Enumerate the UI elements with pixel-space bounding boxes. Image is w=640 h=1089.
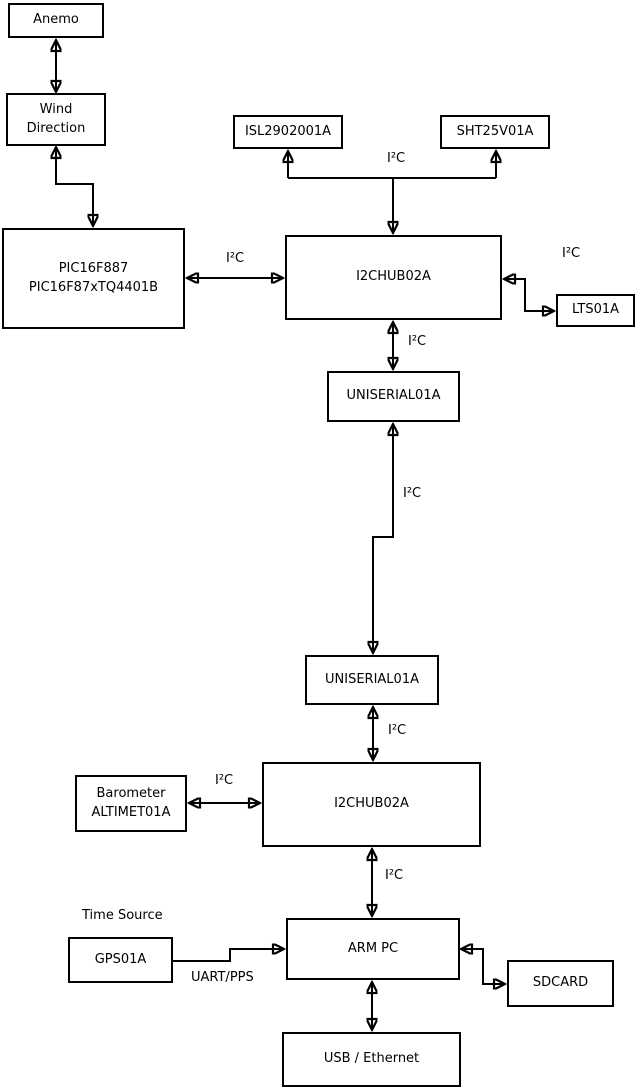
edge-wind-direction-pic bbox=[56, 147, 93, 226]
edge-label-uart-pps: UART/PPS bbox=[191, 970, 254, 985]
edge-label-i2c-hub-uniserial: I²C bbox=[408, 334, 427, 349]
edge-label-i2c-uniserial-hub: I²C bbox=[388, 723, 407, 738]
node-lts01a: LTS01A bbox=[556, 294, 635, 327]
node-barometer-altimet01a: Barometer ALTIMET01A bbox=[75, 775, 187, 832]
edge-arm-pc-sdcard bbox=[461, 949, 505, 984]
node-usb-ethernet: USB / Ethernet bbox=[282, 1032, 461, 1087]
node-sht25v01a: SHT25V01A bbox=[440, 115, 550, 149]
node-uniserial01a-bottom: UNISERIAL01A bbox=[305, 655, 439, 705]
node-wind-direction: Wind Direction bbox=[6, 93, 106, 146]
edge-gps-arm-pc bbox=[173, 949, 284, 962]
edge-i2chub-top-lts bbox=[504, 279, 554, 311]
node-isl2902001a: ISL2902001A bbox=[233, 115, 343, 149]
node-sdcard: SDCARD bbox=[507, 960, 614, 1007]
edge-label-i2c-sensor-bus: I²C bbox=[387, 151, 406, 166]
node-anemo: Anemo bbox=[8, 3, 104, 38]
node-arm-pc: ARM PC bbox=[286, 918, 460, 980]
node-uniserial01a-top: UNISERIAL01A bbox=[327, 371, 460, 422]
edge-label-i2c-pic-hub: I²C bbox=[226, 251, 245, 266]
node-i2chub02a-top: I2CHUB02A bbox=[285, 235, 502, 320]
label-time-source: Time Source bbox=[82, 908, 163, 923]
edge-label-i2c-hub-arm: I²C bbox=[385, 868, 404, 883]
node-i2chub02a-bottom: I2CHUB02A bbox=[262, 762, 481, 847]
edge-label-i2c-hub-lts: I²C bbox=[562, 246, 581, 261]
edge-label-i2c-baro-hub: I²C bbox=[215, 773, 234, 788]
node-pic16f887: PIC16F887 PIC16F87xTQ4401B bbox=[2, 228, 185, 329]
node-gps01a: GPS01A bbox=[68, 937, 173, 983]
edge-uniserial-top-uniserial-bottom bbox=[373, 424, 393, 653]
edge-label-i2c-serial-link: I²C bbox=[403, 486, 422, 501]
